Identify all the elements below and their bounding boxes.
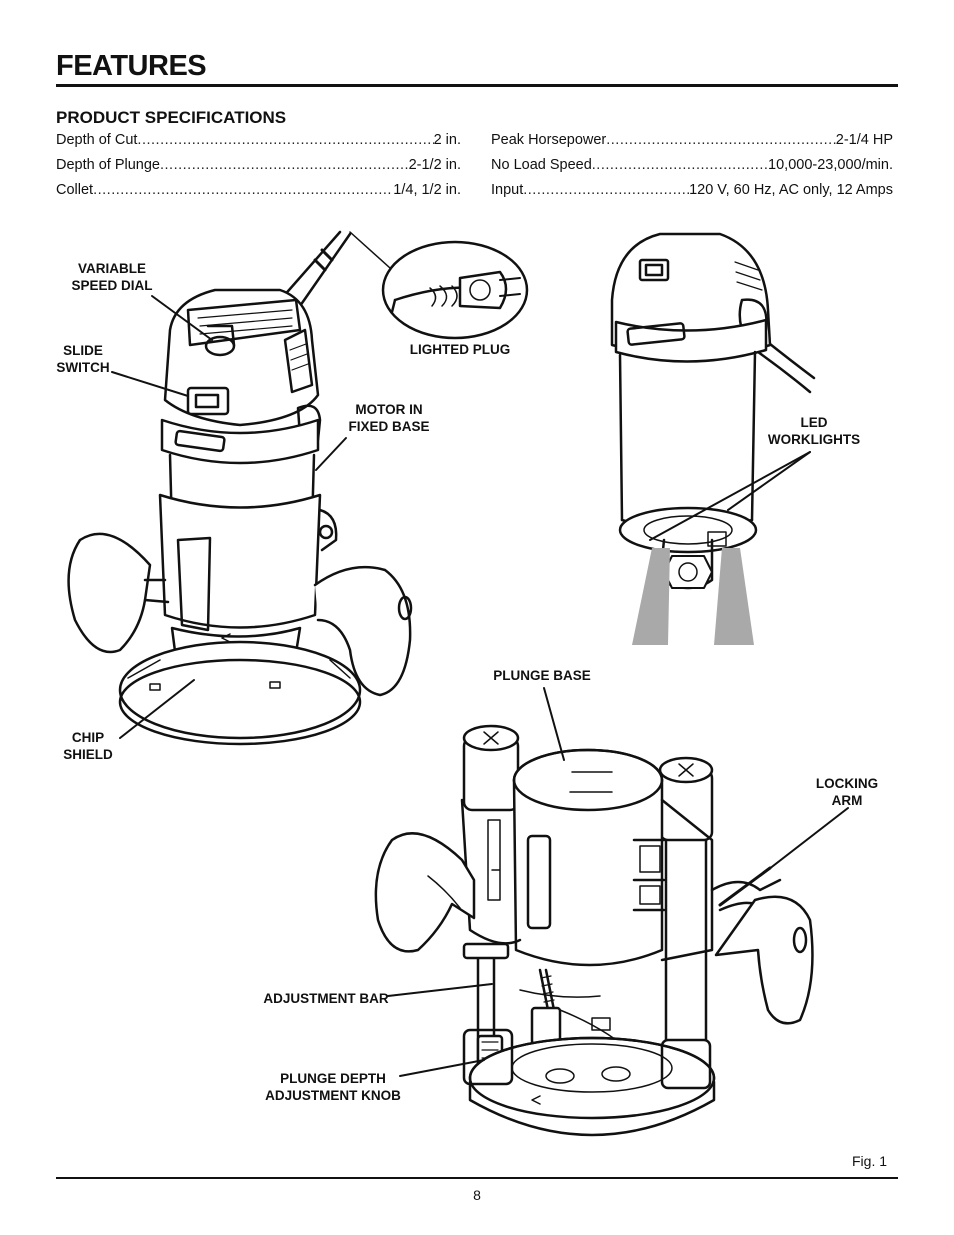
- title-rule: [56, 84, 898, 87]
- spec-row: Depth of Cut 2 in.: [56, 132, 461, 157]
- spec-value: 2 in.: [433, 132, 461, 148]
- page-number: 8: [473, 1187, 481, 1203]
- spec-label: No Load Speed: [491, 157, 592, 173]
- spec-label: Input: [491, 182, 524, 198]
- callout-plunge-depth-adjustment-knob: PLUNGE DEPTH ADJUSTMENT KNOB: [265, 1071, 401, 1103]
- spec-row: Peak Horsepower 2-1/4 HP: [491, 132, 893, 157]
- spec-label: Peak Horsepower: [491, 132, 607, 148]
- callout-slide-switch: SLIDE SWITCH: [56, 343, 110, 375]
- callout-leaders: [111, 295, 849, 1077]
- spec-value: 1/4, 1/2 in.: [393, 182, 461, 198]
- section-title: PRODUCT SPECIFICATIONS: [56, 108, 287, 127]
- spec-label: Collet: [56, 182, 94, 198]
- spec-row: No Load Speed 10,000-23,000/min.: [491, 157, 893, 182]
- spec-column-left: Depth of Cut 2 in. Depth of Plunge 2-1/2 i…: [56, 132, 461, 207]
- callout-lighted-plug: LIGHTED PLUG: [409, 342, 511, 357]
- figure-label: Fig. 1: [852, 1153, 888, 1169]
- callout-adjustment-bar: ADJUSTMENT BAR: [263, 991, 389, 1006]
- page-title: FEATURES: [56, 50, 207, 82]
- spec-row: Input 120 V, 60 Hz, AC only, 12 Amps: [491, 182, 893, 207]
- spec-row: Collet 1/4, 1/2 in.: [56, 182, 461, 207]
- footer-rule: [56, 1177, 898, 1179]
- callout-chip-shield: CHIP SHIELD: [63, 730, 113, 762]
- spec-value: 120 V, 60 Hz, AC only, 12 Amps: [689, 182, 893, 198]
- fixed-base-router-drawing: [67, 230, 413, 746]
- callout-motor-in-fixed-base: MOTOR IN FIXED BASE: [348, 402, 430, 434]
- callout-locking-arm: LOCKING ARM: [815, 776, 879, 808]
- spec-value: 2-1/2 in.: [408, 157, 461, 173]
- spec-label: Depth of Plunge: [56, 157, 160, 173]
- spec-column-right: Peak Horsepower 2-1/4 HP No Load Speed 10…: [491, 132, 893, 207]
- spec-label: Depth of Cut: [56, 132, 138, 148]
- spec-row: Depth of Plunge 2-1/2 in.: [56, 157, 461, 182]
- plunge-base-drawing: [374, 724, 814, 1137]
- callout-led-worklights: LED WORKLIGHTS: [767, 415, 861, 447]
- spec-value: 2-1/4 HP: [835, 132, 893, 148]
- spec-value: 10,000-23,000/min.: [768, 157, 893, 173]
- callout-plunge-base: PLUNGE BASE: [493, 668, 591, 683]
- callout-variable-speed-dial: VARIABLE SPEED DIAL: [71, 261, 153, 293]
- lighted-plug-inset: [349, 231, 529, 340]
